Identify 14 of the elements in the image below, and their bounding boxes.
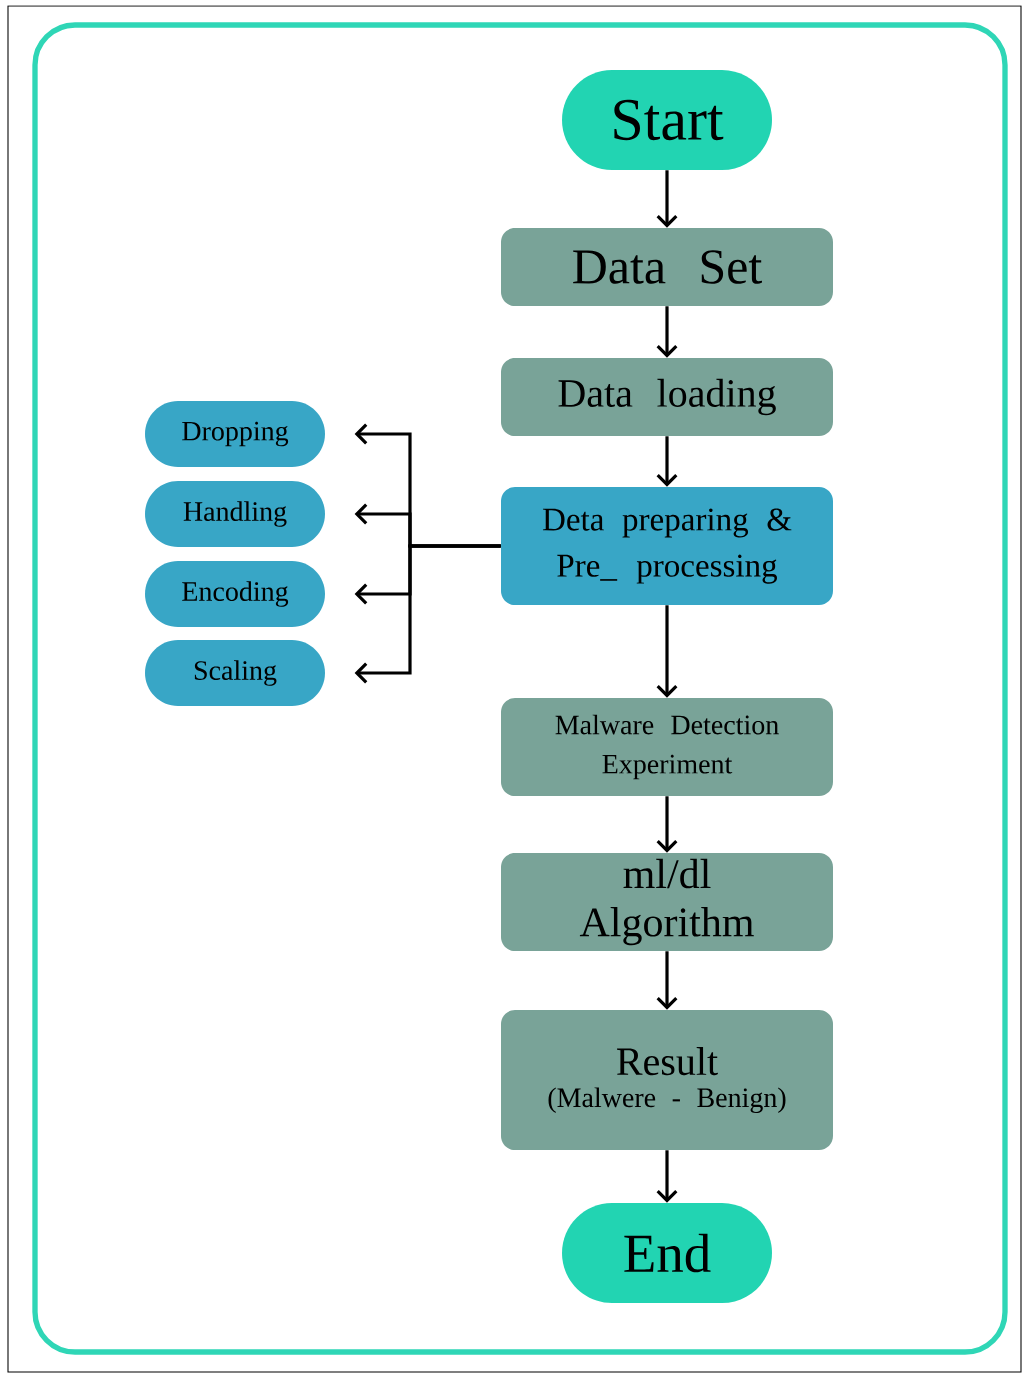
arrow <box>656 436 678 487</box>
arrow <box>656 796 678 853</box>
arrow <box>354 544 501 684</box>
arrow <box>656 170 678 228</box>
arrow <box>656 951 678 1010</box>
process-box: Result (Malwere - Benign) <box>501 1010 833 1150</box>
process-box: Deta preparing & Pre_ processing <box>501 487 833 605</box>
process-box: Data Set <box>501 228 833 306</box>
arrow <box>656 605 678 698</box>
process-box: Malware Detection Experiment <box>501 698 833 796</box>
process-box: Data loading <box>501 358 833 436</box>
process-box: ml/dl Algorithm <box>501 853 833 951</box>
arrow <box>656 1150 678 1203</box>
arrow <box>656 306 678 358</box>
